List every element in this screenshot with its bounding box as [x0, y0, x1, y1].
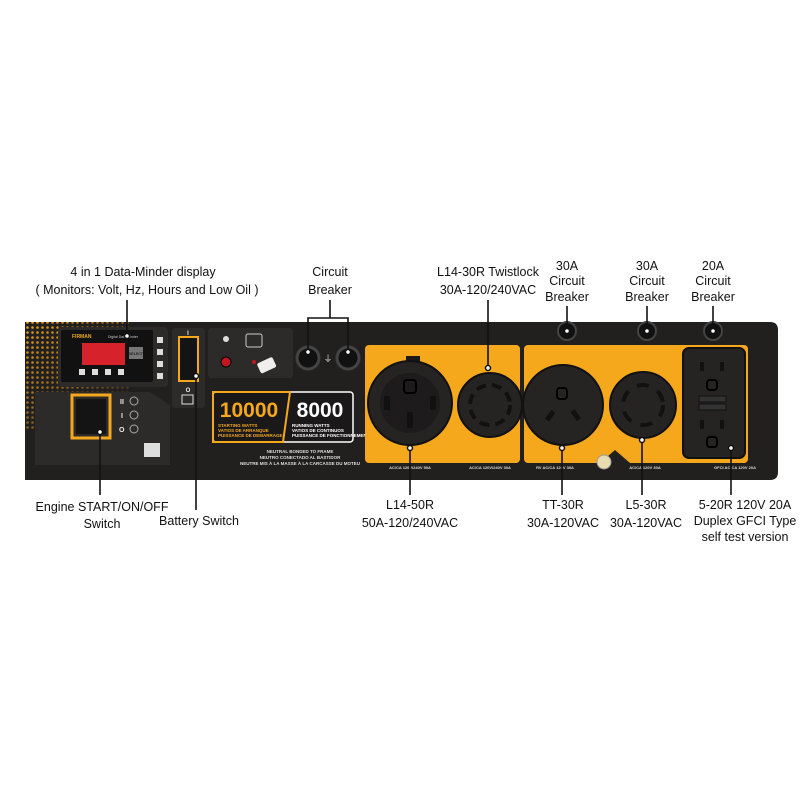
- callout-breaker-20a-a: 20A: [702, 259, 725, 273]
- callout-display-title: 4 in 1 Data-Minder display: [70, 265, 216, 279]
- remote-start-area: [208, 328, 293, 378]
- callout-circuit-breaker-1: Circuit: [312, 265, 348, 279]
- neutral-notice-en: NEUTRAL BONDED TO FRAME: [267, 449, 334, 454]
- starting-label-en: STARTING WATTS: [218, 423, 257, 428]
- callout-l14-30r-1: L14-30R Twistlock: [437, 265, 540, 279]
- starting-label-fr: PUISSANCE DE DEMARRAGE: [218, 433, 283, 438]
- callout-gfci-3: self test version: [702, 530, 789, 544]
- callout-l14-50r-1: L14-50R: [386, 498, 434, 512]
- engine-icons: [129, 396, 139, 434]
- battery-mark-on: I: [187, 331, 189, 337]
- display-mode-icons: [79, 337, 163, 379]
- engine-icon: [144, 443, 160, 457]
- callout-breaker-30a-2-a: 30A: [636, 259, 659, 273]
- ground-terminal[interactable]: [596, 454, 612, 470]
- callout-breaker-20a-b: Circuit: [695, 274, 731, 288]
- outlet-label-l14-30r: AC/CA 120V/240V 30A: [469, 465, 511, 470]
- neutral-notice-fr: NEUTRE MIS À LA MASSE À LA CARCASSE DU M…: [240, 460, 360, 466]
- engine-switch[interactable]: [70, 393, 112, 440]
- switch-mark-off: O: [119, 427, 125, 434]
- outlet-l5-30r[interactable]: [609, 371, 677, 439]
- callout-l5-30r-2: 30A-120VAC: [610, 516, 682, 530]
- callout-tt-30r-1: TT-30R: [542, 498, 584, 512]
- callout-circuit-breaker-2: Breaker: [308, 283, 352, 297]
- outlet-label-l5-30r: AC/CA 120V 30A: [629, 465, 661, 470]
- display-subtitle: Digital Data-Minder: [108, 335, 139, 339]
- display-screen: [82, 343, 125, 365]
- callout-gfci-2: Duplex GFCI Type: [694, 514, 797, 528]
- neutral-notice-es: NEUTRO CONECTADO AL BASTIDOR: [260, 455, 341, 460]
- callout-tt-30r-2: 30A-120VAC: [527, 516, 599, 530]
- brand-logo: FIRMAN: [72, 334, 92, 340]
- starting-watts: 10000: [220, 399, 278, 422]
- running-label-es: VATIOS DE CONTINUOS: [292, 428, 344, 433]
- running-watts: 8000: [297, 399, 344, 422]
- callout-engine-switch-1: Engine START/ON/OFF: [36, 500, 169, 514]
- callout-gfci-1: 5-20R 120V 20A: [699, 498, 792, 512]
- breaker-reset-icon: ⏚: [323, 354, 332, 365]
- starting-label-es: VATIOS DE ARRANQUE: [218, 428, 269, 433]
- select-label: SELECT: [129, 352, 144, 356]
- callout-l5-30r-1: L5-30R: [626, 498, 667, 512]
- callout-breaker-20a-c: Breaker: [691, 290, 735, 304]
- running-label-fr: PUISSANCE DE FONCTIONNEMENT: [292, 433, 370, 438]
- callout-l14-30r-2: 30A-120/240VAC: [440, 283, 536, 297]
- switch-mark-start: II: [120, 399, 124, 406]
- switch-mark-on: I: [121, 413, 123, 420]
- callout-breaker-30a-1-a: 30A: [556, 259, 579, 273]
- running-label-en: RUNNING WATTS: [292, 423, 330, 428]
- battery-switch[interactable]: [178, 336, 199, 382]
- outlet-l14-30r[interactable]: [457, 372, 523, 438]
- callout-display-detail: ( Monitors: Volt, Hz, Hours and Low Oil …: [36, 283, 259, 297]
- battery-mark-off: O: [186, 388, 191, 394]
- key-fob-icon: [257, 357, 277, 374]
- outlet-label-tt-30r: RV AC/CA 120V 30A: [536, 465, 574, 470]
- callout-breaker-30a-2-b: Circuit: [629, 274, 665, 288]
- outlet-tt-30r[interactable]: [522, 364, 604, 446]
- callout-lines: [96, 300, 735, 510]
- remote-indicator-light: [220, 356, 232, 368]
- callout-engine-switch-2: Switch: [84, 517, 121, 531]
- select-button[interactable]: [129, 347, 143, 359]
- remote-icon: [245, 333, 263, 348]
- callout-battery-switch: Battery Switch: [159, 514, 239, 528]
- outlet-label-gfci: GFCI AC/CA 120V 20A: [714, 465, 756, 470]
- battery-icon: [181, 394, 194, 405]
- callout-breaker-30a-1-b: Circuit: [549, 274, 585, 288]
- callout-breaker-30a-2-c: Breaker: [625, 290, 669, 304]
- outlet-gfci-5-20r[interactable]: [682, 347, 746, 459]
- callout-breaker-30a-1-c: Breaker: [545, 290, 589, 304]
- callout-l14-50r-2: 50A-120/240VAC: [362, 516, 458, 530]
- light-icon: [223, 336, 229, 342]
